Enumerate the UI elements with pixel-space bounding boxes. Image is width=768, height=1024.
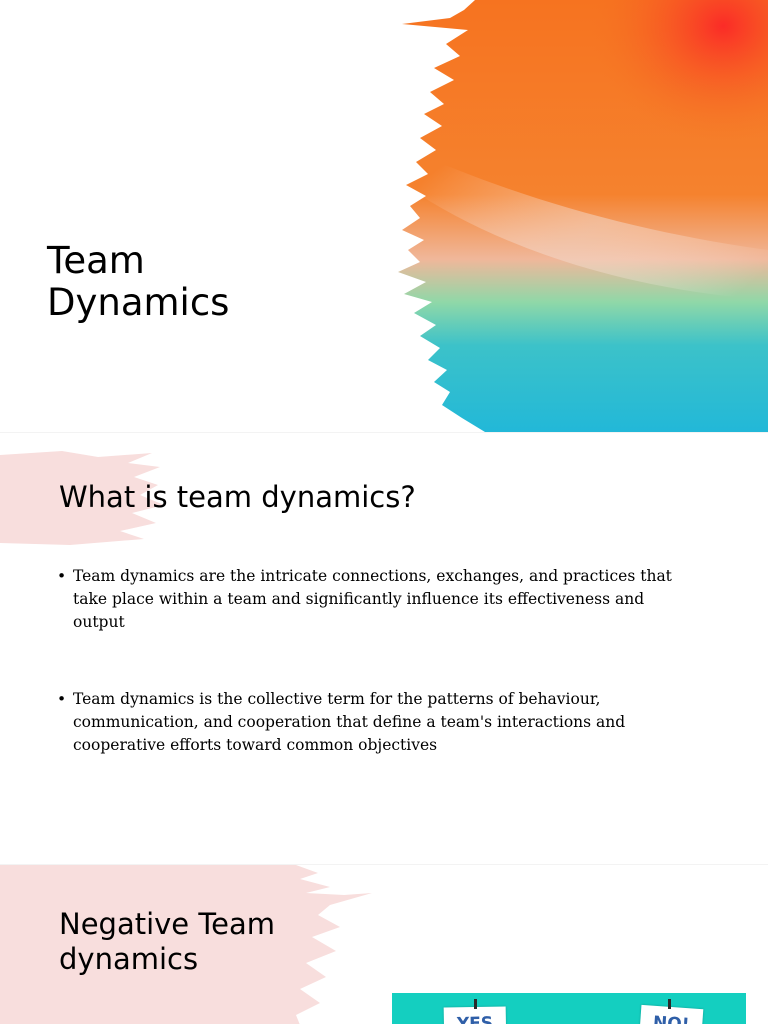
bullet-line: take place within a team and significant… <box>73 590 645 608</box>
slide-negative-dynamics: Negative Team dynamics YES NO! <box>0 864 768 1024</box>
no-sign: NO! <box>638 1004 704 1024</box>
slide-title-heading: Team Dynamics <box>47 240 229 324</box>
section-heading: Negative Team dynamics <box>59 907 275 977</box>
bullet-list: • Team dynamics are the intricate connec… <box>56 565 706 757</box>
no-sign-stick <box>668 999 671 1009</box>
heading-line: dynamics <box>59 942 199 976</box>
yes-no-vote-image: YES NO! <box>392 993 746 1024</box>
bullet-line: Team dynamics is the collective term for… <box>73 690 601 708</box>
yes-sign: YES <box>443 1006 507 1024</box>
slide-title: Team Dynamics <box>0 0 768 432</box>
paint-light-sweep <box>406 150 768 300</box>
pink-brush-stroke <box>0 865 372 1024</box>
bullet-line: Team dynamics are the intricate connecti… <box>73 567 672 585</box>
bullet-line: communication, and cooperation that defi… <box>73 713 626 731</box>
paint-splash-image <box>398 0 768 432</box>
paint-red-highlight <box>470 0 768 260</box>
bullet-dot-icon: • <box>57 690 67 708</box>
yes-label: YES <box>444 1013 506 1024</box>
no-label: NO! <box>640 1012 703 1024</box>
pink-brush-stroke <box>0 451 164 545</box>
title-line: Dynamics <box>47 281 230 324</box>
bullet-item: • Team dynamics is the collective term f… <box>56 688 706 757</box>
heading-line: Negative Team <box>59 907 276 941</box>
bullet-line: cooperative efforts toward common object… <box>73 736 438 754</box>
section-heading: What is team dynamics? <box>59 480 416 514</box>
yes-sign-stick <box>474 999 477 1009</box>
bullet-dot-icon: • <box>57 567 67 585</box>
title-line: Team <box>47 239 145 282</box>
slide-definition: What is team dynamics? • Team dynamics a… <box>0 432 768 865</box>
bullet-line: output <box>73 613 125 631</box>
bullet-item: • Team dynamics are the intricate connec… <box>56 565 706 634</box>
